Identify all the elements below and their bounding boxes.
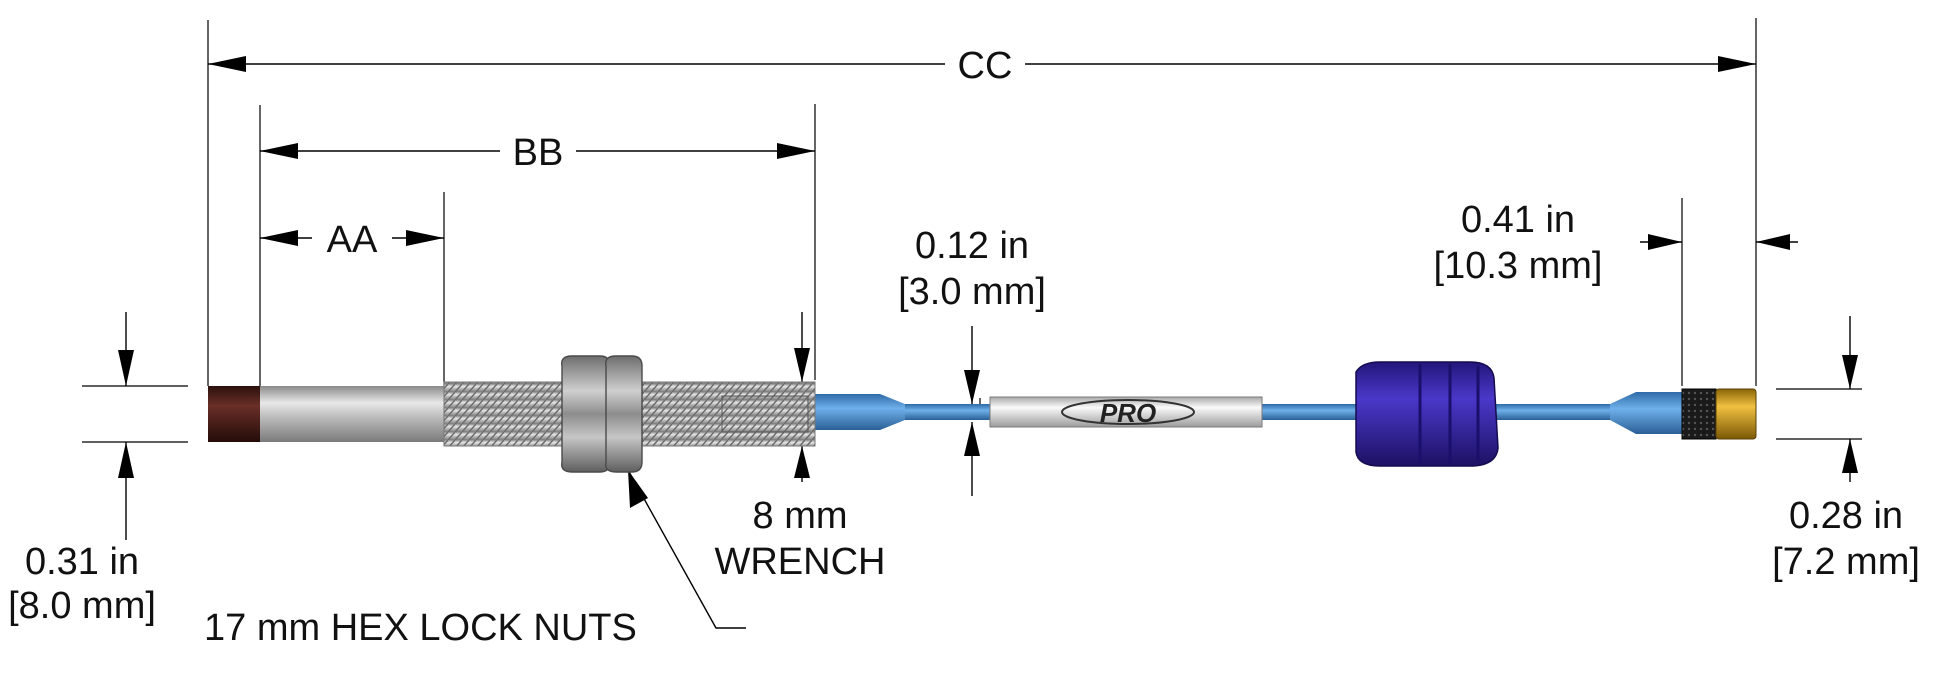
- connector-length-mm: [10.3 mm]: [1434, 245, 1603, 287]
- probe-diameter-mm: [8.0 mm]: [8, 585, 156, 627]
- connector-length-in: 0.41 in: [1461, 199, 1575, 241]
- probe-assembly: PRO: [208, 355, 1757, 473]
- hex-lock-nut-2: [605, 355, 643, 473]
- hex-lock-nut-1: [561, 355, 611, 473]
- dimension-cable-diameter: 0.12 in [3.0 mm]: [898, 225, 1046, 496]
- connector-diameter-mm: [7.2 mm]: [1772, 541, 1920, 583]
- dimension-wrench: 8 mm WRENCH: [715, 312, 886, 583]
- lock-nuts-leader: 17 mm HEX LOCK NUTS: [204, 469, 746, 649]
- dimension-probe-diameter: 0.31 in [8.0 mm]: [8, 312, 156, 627]
- dimension-bb: BB: [260, 132, 815, 174]
- dimension-cc: CC: [208, 45, 1756, 87]
- label-sleeve: [989, 396, 1263, 428]
- connector-gold-nut: [1715, 388, 1757, 440]
- pro-logo: PRO: [1100, 398, 1156, 428]
- thread-end-detail: [721, 395, 809, 433]
- connector-strain-relief: [1610, 392, 1682, 434]
- probe-body-smooth: [260, 386, 444, 442]
- cable-boot: [1355, 361, 1499, 467]
- connector-diameter-in: 0.28 in: [1789, 495, 1903, 537]
- pro-logo-ring: [1061, 399, 1195, 425]
- dimension-bb-label: BB: [513, 132, 564, 174]
- dimension-aa-label: AA: [327, 219, 378, 261]
- probe-diameter-in: 0.31 in: [25, 541, 139, 583]
- dimension-connector-length: 0.41 in [10.3 mm]: [1434, 199, 1798, 287]
- connector-knurl: [1681, 388, 1717, 440]
- extension-lines: [82, 18, 1862, 443]
- dimension-connector-diameter: 0.28 in [7.2 mm]: [1772, 316, 1920, 583]
- wrench-label: WRENCH: [715, 541, 886, 583]
- dimension-cc-label: CC: [958, 45, 1013, 87]
- probe-tip: [208, 386, 260, 442]
- cable-diameter-mm: [3.0 mm]: [898, 271, 1046, 313]
- cable-diameter-in: 0.12 in: [915, 225, 1029, 267]
- dimension-aa: AA: [260, 219, 444, 261]
- body-strain-relief: [808, 394, 905, 430]
- wrench-size: 8 mm: [753, 495, 848, 537]
- lock-nuts-label: 17 mm HEX LOCK NUTS: [204, 607, 637, 649]
